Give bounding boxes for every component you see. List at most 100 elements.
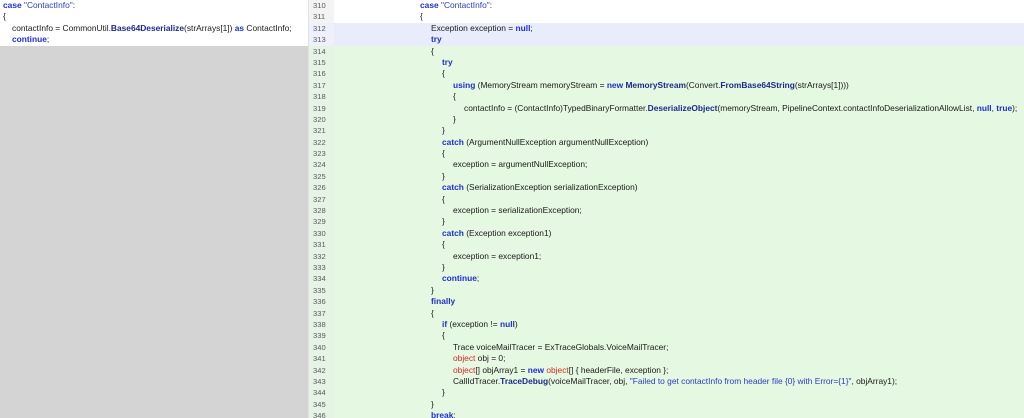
right-code-line: catch (Exception exception1) — [334, 227, 1024, 240]
code-token: case — [420, 0, 439, 10]
line-number: 326 — [309, 182, 335, 194]
code-token: { — [420, 11, 423, 22]
code-token: CallIdTracer. — [453, 375, 501, 386]
line-number: 327 — [309, 193, 335, 206]
code-token: (exception != — [447, 318, 500, 329]
code-token: ContactInfo; — [244, 22, 292, 33]
line-number: 343 — [309, 375, 335, 388]
code-token: using — [453, 79, 476, 90]
code-token: catch — [442, 182, 464, 193]
right-code-line: exception = argumentNullException; — [334, 159, 1024, 171]
code-token: object — [453, 353, 476, 364]
code-token: ; — [530, 22, 533, 33]
right-code-line: break; — [334, 410, 1024, 418]
code-token: { — [442, 68, 445, 79]
right-code-line: { — [334, 148, 1024, 160]
line-number: 328 — [309, 205, 335, 217]
code-token: continue — [442, 273, 477, 284]
right-code-line: exception = serializationException; — [334, 205, 1024, 217]
line-number: 333 — [309, 261, 335, 274]
right-code-line: { — [334, 307, 1024, 319]
code-token: (ArgumentNullException argumentNullExcep… — [463, 136, 649, 147]
right-code-line: { — [334, 239, 1024, 251]
right-code-line: exception = exception1; — [334, 250, 1024, 262]
code-token: "ContactInfo" — [440, 0, 490, 10]
line-number: 339 — [309, 330, 335, 342]
line-number: 310 — [313, 1, 326, 10]
code-token: } — [442, 125, 445, 136]
code-token: [] { headerFile, exception }; — [568, 364, 669, 375]
code-token: } — [431, 284, 434, 295]
code-token: (SerializationException serializationExc… — [463, 182, 638, 193]
right-code-line: contactInfo = (ContactInfo)TypedBinaryFo… — [334, 102, 1024, 114]
right-code-line: } — [334, 261, 1024, 274]
code-token: new — [606, 79, 624, 90]
line-number: 346 — [309, 410, 335, 418]
code-token: (memoryStream, PipelineContext.contactIn… — [717, 102, 977, 113]
right-code-line: finally — [334, 296, 1024, 308]
code-token: exception = exception1; — [453, 250, 542, 261]
code-token: contactInfo = (ContactInfo)TypedBinaryFo… — [464, 102, 648, 113]
right-code-line: } — [334, 125, 1024, 137]
code-token: ) — [514, 318, 518, 329]
right-code-line: } — [334, 284, 1024, 297]
line-number: 321 — [309, 125, 335, 137]
line-number: 325 — [309, 170, 335, 183]
line-number: 317 — [309, 79, 335, 92]
code-token: null — [499, 318, 515, 329]
code-token: { — [442, 148, 445, 159]
code-token: finally — [431, 296, 456, 307]
right-code-line: { — [334, 91, 1024, 103]
code-token: catch — [442, 136, 464, 147]
code-token: continue — [12, 34, 47, 45]
line-number: 334 — [309, 273, 335, 285]
line-number: 330 — [309, 227, 335, 240]
code-token: (strArrays[1]))) — [794, 79, 849, 90]
right-code-line: } — [334, 398, 1024, 411]
right-code-line: { — [334, 193, 1024, 206]
code-token: { — [3, 11, 6, 22]
right-code-line: } — [334, 387, 1024, 399]
right-code-line: Exception exception = null; — [334, 22, 1024, 35]
original-code-pane[interactable]: case "ContactInfo":{contactInfo = Common… — [0, 0, 308, 418]
code-token: { — [442, 239, 445, 250]
code-token: } — [453, 113, 456, 124]
right-code-line: try — [334, 56, 1024, 69]
code-token: "ContactInfo" — [23, 0, 73, 10]
code-token: Exception exception = — [431, 22, 516, 33]
code-token: catch — [442, 227, 464, 238]
code-token: { — [442, 330, 445, 341]
code-token: TraceDebug — [500, 375, 549, 386]
right-code-line: } — [334, 113, 1024, 126]
right-code-line: CallIdTracer.TraceDebug(voiceMailTracer,… — [334, 375, 1024, 388]
code-token: null — [515, 22, 531, 33]
code-token: object — [453, 364, 476, 375]
line-number: 332 — [309, 250, 335, 262]
line-number: 315 — [309, 56, 335, 69]
line-number: 312 — [309, 22, 335, 35]
line-number: 318 — [309, 91, 335, 103]
left-code-line: contactInfo = CommonUtil.Base64Deseriali… — [0, 22, 308, 35]
modified-code-pane[interactable]: case "ContactInfo":{Exception exception … — [334, 0, 1024, 418]
code-token: (MemoryStream memoryStream = — [475, 79, 607, 90]
line-number: 316 — [309, 68, 335, 80]
right-code-line: { — [334, 11, 1024, 23]
right-code-line: object obj = 0; — [334, 353, 1024, 365]
code-token: contactInfo = CommonUtil. — [12, 22, 111, 33]
line-number: 341 — [309, 353, 335, 365]
line-number: 344 — [309, 387, 335, 399]
line-number: 322 — [309, 136, 335, 149]
code-token: : — [489, 0, 493, 10]
code-token: { — [431, 307, 434, 318]
line-number: 313 — [309, 34, 335, 46]
line-number: 320 — [309, 113, 335, 126]
code-token: DeserializeObject — [647, 102, 718, 113]
line-number: 340 — [309, 341, 335, 354]
code-token: true — [996, 102, 1013, 113]
code-token: try — [431, 34, 442, 45]
code-token: ); — [1012, 102, 1018, 113]
code-token: ; — [453, 410, 456, 418]
line-number: 329 — [309, 216, 335, 228]
